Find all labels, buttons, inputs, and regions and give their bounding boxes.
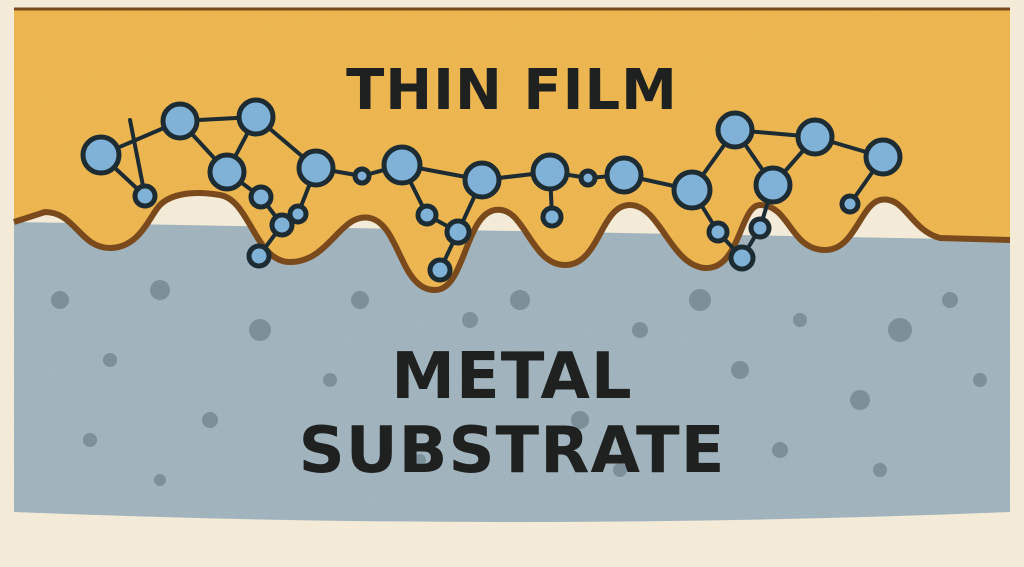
thin-film-label: THIN FILM	[346, 58, 678, 123]
metal-substrate-label-line2: SUBSTRATE	[298, 414, 726, 488]
atom	[863, 137, 903, 177]
atom	[427, 257, 453, 283]
atom	[381, 144, 423, 186]
metal-substrate-label-line1: METAL	[391, 340, 633, 414]
substrate-speckles	[51, 280, 987, 486]
metal-substrate-layer	[14, 222, 1010, 522]
atom	[706, 220, 730, 244]
atom	[248, 184, 274, 210]
atom	[671, 169, 713, 211]
atom	[753, 165, 793, 205]
atom	[604, 155, 644, 195]
atom	[296, 148, 336, 188]
atom	[236, 97, 276, 137]
thin-film-layer	[14, 8, 1010, 290]
atom	[462, 160, 502, 200]
molecule-atoms	[80, 97, 903, 283]
atom	[160, 101, 200, 141]
atom	[352, 166, 372, 186]
atom	[444, 218, 472, 246]
atom	[748, 216, 772, 240]
atom	[530, 152, 570, 192]
atom	[795, 117, 835, 157]
atom	[132, 183, 158, 209]
atom	[578, 168, 598, 188]
atom	[415, 203, 439, 227]
atom	[246, 243, 272, 269]
atom	[80, 134, 122, 176]
atom	[540, 205, 564, 229]
interface-line	[13, 190, 1011, 293]
atom	[269, 212, 295, 238]
atom	[715, 110, 755, 150]
atom	[728, 244, 756, 272]
atom	[287, 203, 309, 225]
atom	[207, 152, 247, 192]
atom	[839, 193, 861, 215]
